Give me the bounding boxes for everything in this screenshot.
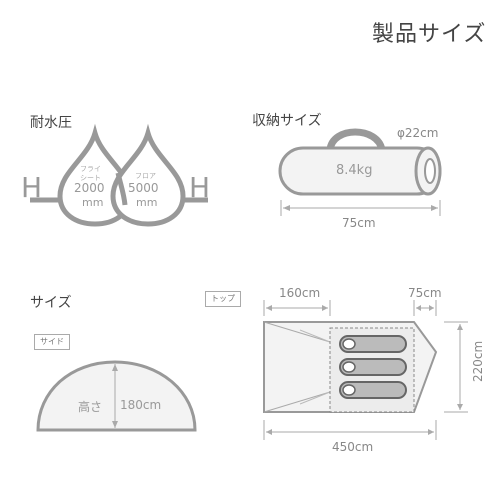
width-value: 220cm bbox=[471, 340, 485, 382]
storage-bag-illustration bbox=[278, 128, 442, 216]
sleeping-bag-icon bbox=[339, 335, 407, 353]
side-view-illustration bbox=[36, 360, 197, 432]
front-depth: 160cm bbox=[279, 286, 321, 300]
storage-heading: 収納サイズ bbox=[252, 113, 322, 129]
floor-label: フロア bbox=[135, 172, 156, 180]
sleeping-bag-icon bbox=[339, 358, 407, 376]
floor-drop-icon bbox=[110, 123, 186, 227]
fly-unit: mm bbox=[82, 196, 104, 209]
water-drops-illustration bbox=[30, 123, 208, 227]
top-tag: トップ bbox=[205, 291, 241, 307]
total-length: 450cm bbox=[332, 440, 374, 454]
top-view-illustration bbox=[263, 300, 468, 440]
fly-label-2: シート bbox=[80, 174, 101, 182]
height-label: 高さ bbox=[78, 400, 103, 414]
h-right-label: H bbox=[189, 171, 211, 204]
storage-weight: 8.4kg bbox=[336, 163, 373, 178]
rear-depth: 75cm bbox=[408, 286, 442, 300]
fly-value: 2000 bbox=[74, 181, 105, 195]
side-tag: サイド bbox=[34, 334, 70, 350]
floor-unit: mm bbox=[136, 196, 158, 209]
h-left-label: H bbox=[21, 171, 43, 204]
floor-value: 5000 bbox=[128, 181, 159, 195]
height-value: 180cm bbox=[120, 398, 162, 412]
storage-length: 75cm bbox=[342, 216, 376, 230]
page-title: 製品サイズ bbox=[372, 22, 487, 47]
storage-diameter: φ22cm bbox=[397, 126, 439, 140]
size-heading: サイズ bbox=[30, 295, 72, 311]
waterproof-heading: 耐水圧 bbox=[30, 115, 72, 131]
sleeping-bag-icon bbox=[339, 381, 407, 399]
bag-handle-icon bbox=[326, 128, 386, 152]
fly-label-1: フライ bbox=[80, 165, 101, 173]
